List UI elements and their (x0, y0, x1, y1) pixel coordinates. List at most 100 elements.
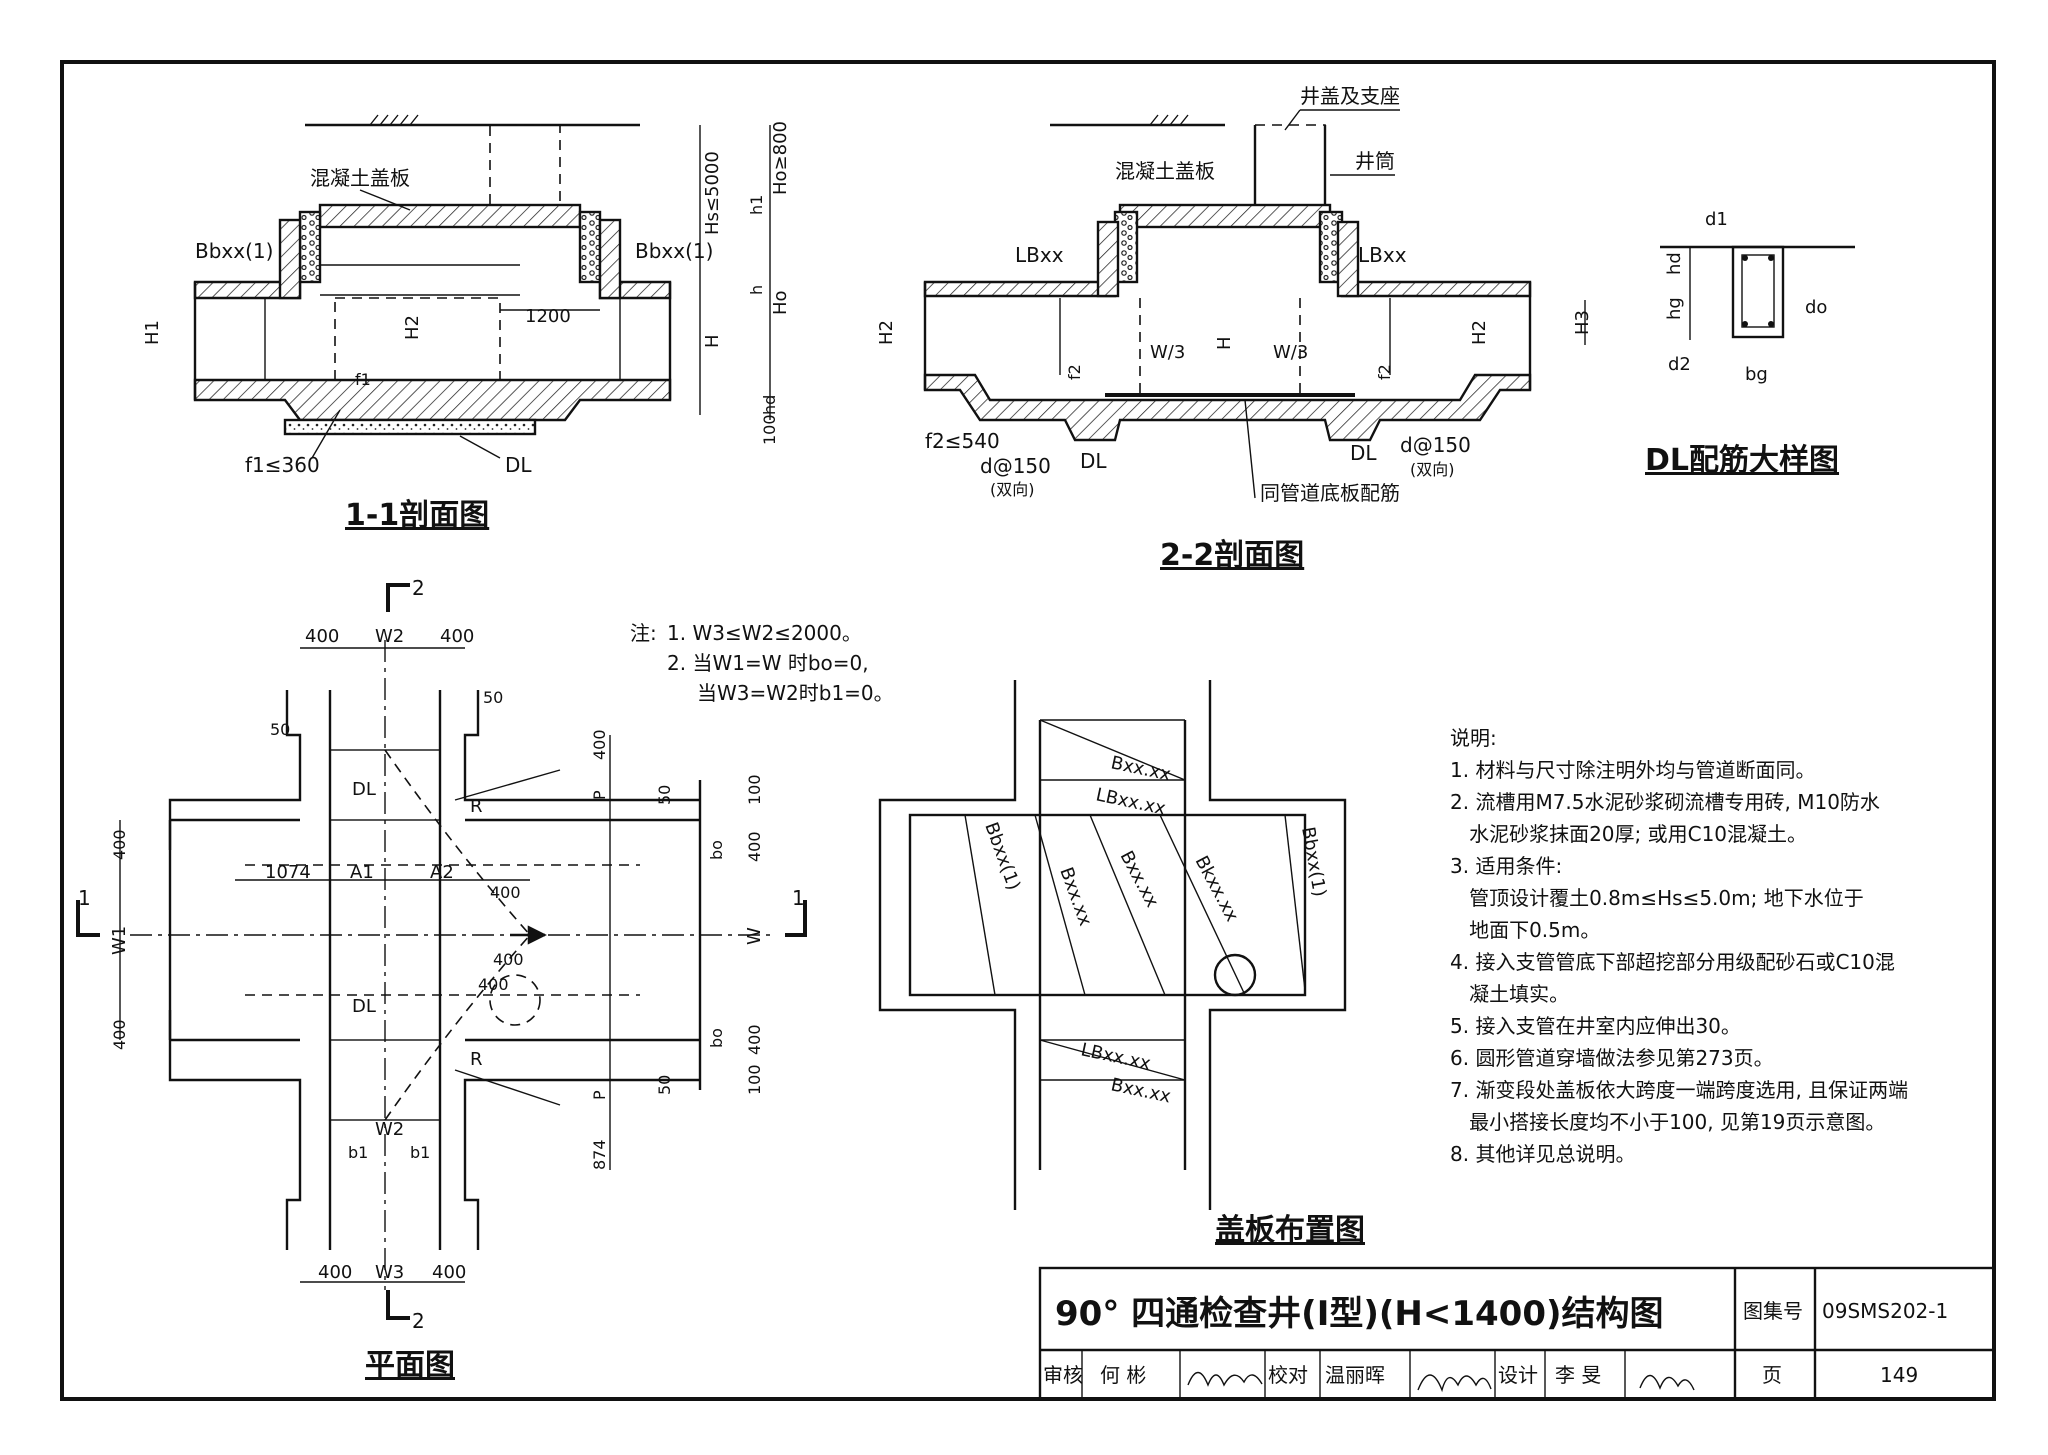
page-label: 页 (1762, 1363, 1782, 1387)
dl-detail-title: DL配筋大样图 (1645, 443, 1839, 478)
s11-dl: DL (505, 453, 532, 477)
plan-top-400-right: 400 (440, 626, 474, 647)
explain-line-13: 8. 其他详见总说明。 (1450, 1142, 1635, 1166)
dl-d1: d1 (1705, 209, 1728, 230)
s11-dim-h: H (702, 334, 723, 348)
s11-f1-limit: f1≤360 (245, 453, 320, 477)
explain-line-2: 2. 流槽用M7.5水泥砂浆砌流槽专用砖, M10防水 (1450, 790, 1880, 814)
explain-line-1: 1. 材料与尺寸除注明外均与管道断面同。 (1450, 758, 1815, 782)
plan-bot-400-right: 400 (432, 1262, 466, 1283)
s22-cover-seat: 井盖及支座 (1300, 84, 1400, 108)
explain-line-9: 5. 接入支管在井室内应伸出30。 (1450, 1014, 1741, 1038)
plan-lbl-100a: 100 (745, 774, 764, 805)
plan-cut-right: 1 (792, 886, 805, 910)
s22-dl-left: DL (1080, 449, 1107, 473)
s22-same-as-pipe: 同管道底板配筋 (1260, 481, 1400, 505)
s22-shaft: 井筒 (1355, 149, 1395, 173)
s22-dim-w3-left: W/3 (1150, 342, 1185, 363)
plan-lbl-50b: 50 (483, 688, 503, 707)
plan-lbl-400b: 400 (745, 831, 764, 862)
notes-1: 1. W3≤W2≤2000。 (667, 621, 862, 645)
explain-line-3: 水泥砂浆抹面20厚; 或用C10混凝土。 (1450, 822, 1807, 846)
explain-line-6: 地面下0.5m。 (1450, 918, 1600, 942)
dl-hg: hg (1664, 297, 1685, 320)
checker-signature (1417, 1374, 1492, 1393)
plan-lbl-400c: 400 (490, 883, 521, 902)
plan-lbl-r-top: R (470, 796, 483, 817)
cover-lbl-6: Bkxx.xx (1191, 852, 1243, 925)
s11-beam-left: Bbxx(1) (195, 239, 273, 263)
outer-frame (60, 60, 1996, 1401)
plan-lbl-400h: 400 (478, 975, 509, 994)
dl-d2: d2 (1668, 354, 1691, 375)
explain-line-8: 凝土填实。 (1450, 982, 1569, 1006)
designer-name: 李 旻 (1555, 1363, 1601, 1387)
s11-dim-h1s: h1 (747, 195, 766, 215)
s11-dim-hsm: h (747, 285, 766, 295)
plan-lbl-400a: 400 (590, 729, 609, 760)
checker-name: 温丽晖 (1325, 1363, 1385, 1387)
notes-3: 当W3=W2时b1=0。 (697, 681, 894, 705)
plan-lbl-w2-bot: W2 (375, 1119, 404, 1140)
notes-head: 注: (630, 621, 657, 645)
plan-lbl-50d: 50 (655, 1075, 674, 1095)
cover-lbl-4: Bxx.xx (1055, 865, 1096, 930)
s11-title: 1-1剖面图 (345, 498, 489, 533)
s11-dim-ho: Ho (770, 290, 791, 315)
cover-lbl-8: LBxx.xx (1079, 1039, 1153, 1074)
plan-lbl-400d: 400 (493, 950, 524, 969)
s22-dim-w3-right: W/3 (1273, 342, 1308, 363)
page-number: 149 (1880, 1363, 1918, 1387)
check-label: 校对 (1268, 1363, 1308, 1387)
plan-view: 2 2 1 1 (76, 576, 807, 1383)
explanation: 说明: 1. 材料与尺寸除注明外均与管道断面同。 2. 流槽用M7.5水泥砂浆砌… (1450, 726, 1908, 1166)
plan-bot-400-left: 400 (318, 1262, 352, 1283)
notes-2: 2. 当W1=W 时bo=0, (667, 651, 869, 675)
plan-lbl-100b: 100 (745, 1064, 764, 1095)
s22-two-way-left: (双向) (990, 480, 1035, 499)
designer-signature (1639, 1374, 1695, 1391)
s11-dim-100: 100 (760, 414, 779, 445)
explain-line-4: 3. 适用条件: (1450, 854, 1562, 878)
plan-title: 平面图 (365, 1348, 455, 1383)
plan-lbl-1074: 1074 (265, 862, 311, 883)
plan-lbl-dl-top: DL (352, 779, 376, 800)
explain-head: 说明: (1450, 726, 1497, 750)
cover-layout-title: 盖板布置图 (1215, 1213, 1365, 1248)
section-2-2: 井盖及支座 井筒 混凝土盖板 LBxx LBxx H2 W/3 H W/3 H2… (876, 84, 1593, 573)
s22-f2-limit: f2≤540 (925, 429, 1000, 453)
cover-layout: Bxx.xx LBxx.xx Bbxx(1) Bxx.xx Bxx.xx Bkx… (878, 680, 1365, 1248)
s11-dim-hs: Hs≤5000 (702, 151, 723, 235)
s22-dim-f2-left: f2 (1065, 364, 1084, 380)
plan-notes: 注: 1. W3≤W2≤2000。 2. 当W1=W 时bo=0, 当W3=W2… (630, 621, 894, 705)
dl-bg: bg (1745, 364, 1768, 385)
s11-dim-1200: 1200 (525, 306, 571, 327)
s22-dim-f2-right: f2 (1375, 364, 1394, 380)
explain-line-5: 管顶设计覆土0.8m≤Hs≤5.0m; 地下水位于 (1450, 886, 1864, 910)
plan-lbl-bo-bot: bo (707, 1028, 726, 1048)
plan-lbl-50c: 50 (655, 785, 674, 805)
plan-lbl-50a: 50 (270, 720, 290, 739)
plan-top-400-left: 400 (305, 626, 339, 647)
review-label: 审核 (1043, 1363, 1083, 1387)
plan-lbl-400f: 400 (745, 1024, 764, 1055)
explain-line-11: 7. 渐变段处盖板依大跨度一端跨度选用, 且保证两端 (1450, 1078, 1908, 1102)
s22-title: 2-2剖面图 (1160, 538, 1304, 573)
s22-cover-label: 混凝土盖板 (1115, 159, 1215, 183)
title-block: 90° 四通检查井(Ⅰ型)(H<1400)结构图 图集号 09SMS202-1 … (1038, 1266, 1996, 1401)
plan-lbl-p-bot: P (590, 1090, 609, 1100)
plan-top-w2: W2 (375, 626, 404, 647)
plan-lbl-p-top: P (590, 790, 609, 800)
dl-hd: hd (1664, 252, 1685, 275)
plan-lbl-w1: W1 (109, 926, 130, 955)
explain-line-10: 6. 圆形管道穿墙做法参见第273页。 (1450, 1046, 1774, 1070)
plan-lbl-a1: A1 (350, 862, 374, 883)
atlas-number: 09SMS202-1 (1822, 1299, 1948, 1323)
plan-cut-left: 1 (78, 886, 91, 910)
s22-beam-left: LBxx (1015, 243, 1064, 267)
drawing-title: 90° 四通检查井(Ⅰ型)(H<1400)结构图 (1055, 1294, 1664, 1334)
s22-dl-right: DL (1350, 441, 1377, 465)
dl-detail: d1 hd hg do d2 bg DL配筋大样图 (1645, 209, 1855, 478)
plan-bot-w3: W3 (375, 1262, 404, 1283)
